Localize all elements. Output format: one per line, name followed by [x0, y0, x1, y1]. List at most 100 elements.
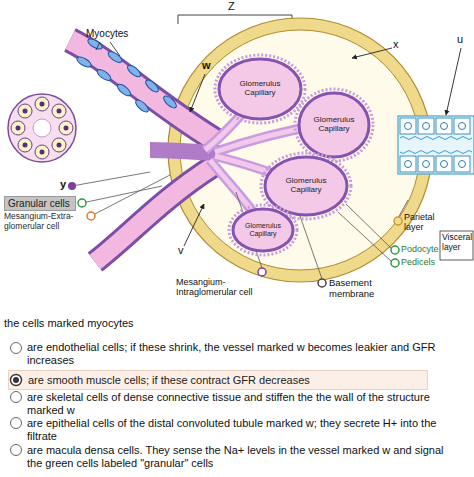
- podocyte-layer: [295, 89, 373, 161]
- radio-button: [11, 343, 22, 354]
- myocyte-cell: [116, 82, 133, 98]
- proximal-tubule: [459, 123, 466, 130]
- proximal-tubule: [405, 123, 412, 130]
- callout-letter: y: [60, 178, 66, 191]
- macula-densa-tubule: [35, 97, 49, 111]
- myocyte-cell: [75, 37, 178, 114]
- leader-line: [446, 48, 461, 115]
- leader-line: [82, 186, 162, 203]
- capillary-label: Glomerulus Capillary: [308, 116, 360, 134]
- proximal-tubule: [400, 137, 472, 140]
- radio-button: [11, 343, 22, 456]
- answer-option: are smooth muscle cells; if these contra…: [8, 370, 428, 390]
- proximal-tubule: [400, 156, 416, 172]
- myocyte-cell: [134, 98, 151, 114]
- proximal-tubule: [436, 156, 452, 172]
- macula-densa-tubule: [8, 94, 76, 162]
- capillary-wall: [299, 93, 369, 157]
- proximal-tubule: [418, 118, 434, 134]
- proximal-tubule: [436, 118, 452, 134]
- answer-option: are macula densa cells. They sense the N…: [27, 444, 447, 469]
- bowman-capsule: [180, 30, 420, 270]
- proximal-tubule: [441, 123, 448, 130]
- podocyte-layer: [229, 205, 297, 255]
- proximal-tubule: [423, 123, 430, 130]
- arteriole: [70, 40, 215, 140]
- proximal-tubule: [454, 118, 470, 134]
- proximal-tubule: [398, 116, 474, 174]
- macula-densa-tubule: [8, 94, 76, 162]
- myocyte-cell: [162, 94, 179, 110]
- podocyte-layer: [215, 55, 305, 123]
- proximal-tubule: [398, 116, 474, 174]
- macula-densa-tubule: [16, 126, 21, 131]
- callout-letter: w: [202, 59, 211, 72]
- capillary-label: Glomerulus Capillary: [234, 80, 286, 98]
- leader-line: [190, 74, 205, 112]
- macula-densa-tubule: [23, 143, 28, 148]
- macula-densa-tubule: [35, 145, 49, 159]
- macula-densa-tubule: [23, 109, 28, 114]
- myocyte-cell: [86, 37, 103, 51]
- part-name: Mesangium- Intraglomerular cell: [176, 277, 280, 298]
- answer-option: are epithelial cells of the distal convo…: [27, 417, 447, 442]
- leader-line: [184, 204, 204, 246]
- proximal-tubule: [405, 161, 412, 168]
- key-marker: [318, 279, 326, 287]
- arteriole: [95, 165, 215, 262]
- key-marker: [391, 259, 399, 267]
- myocyte-cell: [106, 50, 123, 65]
- question-text: the cells marked myocytes: [4, 317, 444, 330]
- capillary-wall: [219, 59, 301, 119]
- proximal-tubule: [454, 156, 470, 172]
- proximal-tubule: [418, 156, 434, 172]
- macula-densa-tubule: [33, 119, 51, 137]
- leader-line: [91, 175, 170, 216]
- macula-densa-tubule: [18, 104, 32, 118]
- arteriole: [70, 40, 220, 262]
- callout-letter: u: [457, 33, 463, 46]
- key-marker: [391, 246, 399, 254]
- proximal-tubule: [441, 161, 448, 168]
- part-name: Parietal layer: [404, 212, 444, 233]
- macula-densa-tubule: [57, 109, 62, 114]
- myocyte-cell: [75, 55, 92, 69]
- part-name: Visceral layer: [442, 233, 473, 253]
- bowman-capsule: [168, 18, 432, 282]
- macula-densa-tubule: [52, 104, 66, 118]
- leader-line: [72, 42, 461, 279]
- callout-letter: x: [393, 38, 399, 51]
- leader-line: [110, 42, 120, 56]
- myocyte-cell: [144, 78, 161, 94]
- capillary-loop: Glomerulus Capillary: [218, 58, 302, 120]
- myocyte-cell: [95, 68, 112, 83]
- bowman-capsule: [168, 18, 432, 282]
- macula-densa-tubule: [64, 126, 69, 131]
- leader-line: [346, 204, 392, 249]
- answer-option: are endothelial cells; if these shrink, …: [27, 341, 447, 366]
- macula-densa-tubule: [40, 150, 45, 155]
- key-marker: [78, 199, 86, 207]
- radio-button: [11, 392, 22, 403]
- granular-band: Granular cells: [4, 196, 76, 211]
- leader-line: [72, 172, 150, 186]
- proximal-tubule: [423, 161, 430, 168]
- capillary-label: Glomerulus Capillary: [280, 177, 332, 195]
- leader-line: [300, 216, 322, 279]
- arteriole: [70, 40, 215, 140]
- proximal-tubule: [459, 161, 466, 168]
- macula-densa-tubule: [57, 143, 62, 148]
- capillary-loop: Glomerulus Capillary: [232, 208, 294, 252]
- leader-line: [96, 42, 100, 50]
- callout-letter: v: [178, 244, 184, 257]
- key-marker: [258, 268, 266, 276]
- key-marker: [394, 217, 402, 225]
- capillary-wall: [233, 209, 293, 251]
- answer-option: are skeletal cells of dense connective t…: [27, 391, 447, 416]
- macula-densa-tubule: [11, 121, 25, 135]
- part-name: Myocytes: [86, 28, 128, 40]
- macula-densa-tubule: [40, 102, 45, 107]
- part-name: Podocyte: [401, 244, 439, 254]
- macula-densa-tubule: [59, 121, 73, 135]
- proximal-tubule: [400, 151, 472, 154]
